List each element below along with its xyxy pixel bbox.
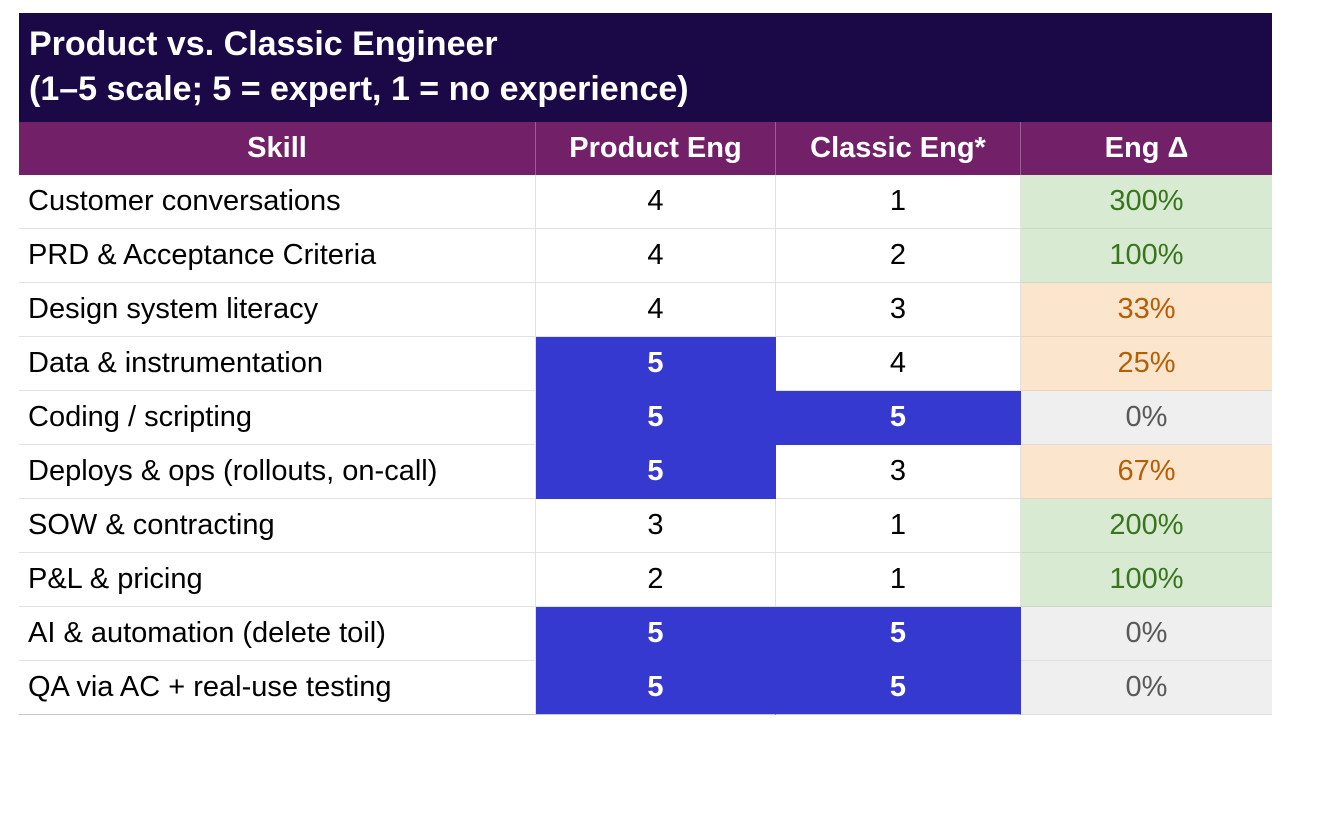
product-eng-score-cell: 4: [536, 283, 776, 337]
eng-delta-cell: 0%: [1021, 607, 1272, 661]
product-eng-score-cell: 5: [536, 337, 776, 391]
column-header-skill: Skill: [19, 122, 536, 175]
skill-cell: Design system literacy: [19, 283, 536, 337]
table-title-line2: (1–5 scale; 5 = expert, 1 = no experienc…: [29, 70, 689, 108]
table-header-row: Skill Product Eng Classic Eng* Eng Δ: [19, 122, 1272, 175]
skills-comparison-table: Product vs. Classic Engineer (1–5 scale;…: [19, 13, 1272, 715]
eng-delta-cell: 100%: [1021, 229, 1272, 283]
eng-delta-cell: 0%: [1021, 661, 1272, 715]
classic-eng-score-cell: 2: [776, 229, 1021, 283]
eng-delta-cell: 25%: [1021, 337, 1272, 391]
skill-cell: P&L & pricing: [19, 553, 536, 607]
classic-eng-score-cell: 1: [776, 175, 1021, 229]
skill-cell: Deploys & ops (rollouts, on-call): [19, 445, 536, 499]
table-title-line1: Product vs. Classic Engineer: [29, 25, 498, 63]
classic-eng-score-cell: 1: [776, 499, 1021, 553]
product-eng-score-cell: 3: [536, 499, 776, 553]
skill-cell: SOW & contracting: [19, 499, 536, 553]
skill-cell: AI & automation (delete toil): [19, 607, 536, 661]
table-title: Product vs. Classic Engineer (1–5 scale;…: [19, 13, 1272, 122]
classic-eng-score-cell: 3: [776, 283, 1021, 337]
skill-cell: Coding / scripting: [19, 391, 536, 445]
classic-eng-score-cell: 4: [776, 337, 1021, 391]
column-header-classic-eng: Classic Eng*: [776, 122, 1021, 175]
column-header-eng-delta: Eng Δ: [1104, 132, 1189, 164]
classic-eng-score-cell: 1: [776, 553, 1021, 607]
classic-eng-score-cell: 3: [776, 445, 1021, 499]
eng-delta-cell: 300%: [1021, 175, 1272, 229]
eng-delta-cell: 33%: [1021, 283, 1272, 337]
classic-eng-score-cell: 5: [776, 391, 1021, 445]
classic-eng-score-cell: 5: [776, 607, 1021, 661]
product-eng-score-cell: 4: [536, 175, 776, 229]
column-header-product-eng: Product Eng: [536, 122, 776, 175]
skill-cell: QA via AC + real-use testing: [19, 661, 536, 715]
product-eng-score-cell: 4: [536, 229, 776, 283]
product-eng-score-cell: 2: [536, 553, 776, 607]
product-eng-score-cell: 5: [536, 607, 776, 661]
product-eng-score-cell: 5: [536, 661, 776, 715]
product-eng-score-cell: 5: [536, 391, 776, 445]
skill-cell: PRD & Acceptance Criteria: [19, 229, 536, 283]
product-eng-score-cell: 5: [536, 445, 776, 499]
classic-eng-score-cell: 5: [776, 661, 1021, 715]
eng-delta-cell: 67%: [1021, 445, 1272, 499]
eng-delta-cell: 100%: [1021, 553, 1272, 607]
skill-cell: Data & instrumentation: [19, 337, 536, 391]
eng-delta-cell: 0%: [1021, 391, 1272, 445]
eng-delta-cell: 200%: [1021, 499, 1272, 553]
skill-cell: Customer conversations: [19, 175, 536, 229]
